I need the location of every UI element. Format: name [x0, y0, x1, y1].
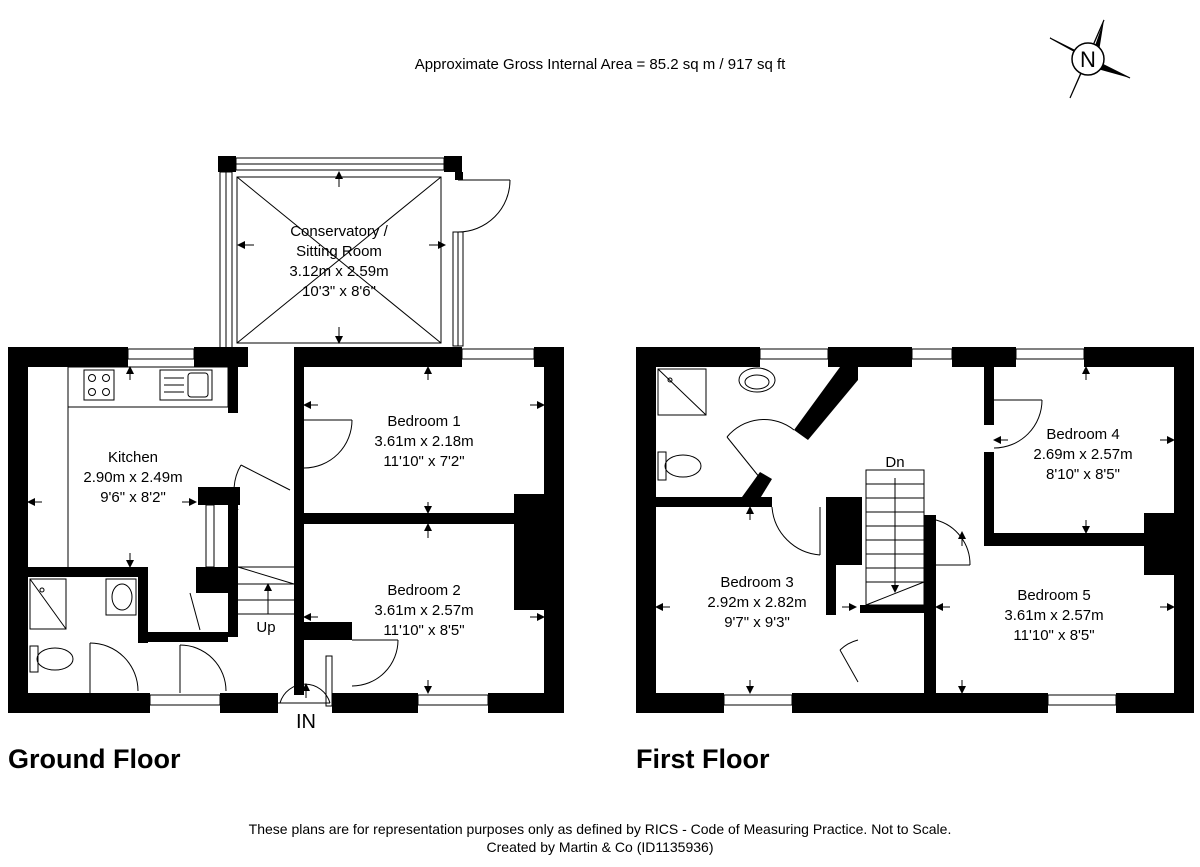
svg-text:Bedroom 5: Bedroom 5 — [1017, 587, 1090, 604]
svg-text:Bedroom 2: Bedroom 2 — [387, 582, 460, 599]
svg-text:9'7" x 9'3": 9'7" x 9'3" — [724, 614, 790, 631]
first-shower-icon — [657, 368, 707, 416]
svg-text:2.90m x 2.49m: 2.90m x 2.49m — [83, 469, 182, 486]
svg-text:11'10" x 8'5": 11'10" x 8'5" — [1013, 627, 1094, 644]
svg-text:10'3" x 8'6": 10'3" x 8'6" — [302, 283, 376, 300]
svg-text:3.61m x 2.57m: 3.61m x 2.57m — [374, 602, 473, 619]
first-dimension-arrows — [655, 366, 1175, 694]
room-label-kitchen: Kitchen 2.90m x 2.49m 9'6" x 8'2" — [83, 449, 182, 506]
gross-area-text: Approximate Gross Internal Area = 85.2 s… — [415, 56, 786, 73]
ground-stairs — [237, 566, 295, 615]
credit-text: Created by Martin & Co (ID1135936) — [487, 839, 714, 855]
svg-text:11'10" x 7'2": 11'10" x 7'2" — [383, 453, 464, 470]
room-label-bedroom-5: Bedroom 5 3.61m x 2.57m 11'10" x 8'5" — [1004, 587, 1103, 644]
ground-floor-plan: Conservatory / Sitting Room 3.12m x 2.59… — [8, 156, 564, 733]
svg-text:9'6" x 8'2": 9'6" x 8'2" — [100, 489, 166, 506]
shower-icon — [29, 578, 67, 630]
room-label-bedroom-2: Bedroom 2 3.61m x 2.57m 11'10" x 8'5" — [374, 582, 473, 639]
compass-north-icon: N — [1049, 19, 1131, 99]
svg-text:2.92m x 2.82m: 2.92m x 2.82m — [707, 594, 806, 611]
entrance-label: IN — [296, 711, 316, 733]
door-swings — [89, 419, 399, 707]
svg-text:Conservatory /: Conservatory / — [290, 223, 388, 240]
sink-icon — [159, 369, 213, 401]
hob-icon — [83, 369, 115, 401]
room-label-bedroom-1: Bedroom 1 3.61m x 2.18m 11'10" x 7'2" — [374, 413, 473, 470]
svg-text:3.61m x 2.18m: 3.61m x 2.18m — [374, 433, 473, 450]
svg-text:2.69m x 2.57m: 2.69m x 2.57m — [1033, 446, 1132, 463]
svg-text:Bedroom 4: Bedroom 4 — [1046, 426, 1119, 443]
svg-text:Bedroom 3: Bedroom 3 — [720, 574, 793, 591]
conservatory — [218, 156, 511, 349]
svg-text:Sitting Room: Sitting Room — [296, 243, 382, 260]
first-basin-icon — [738, 367, 776, 393]
disclaimer-text: These plans are for representation purpo… — [249, 821, 952, 837]
compass-label: N — [1080, 47, 1096, 72]
room-label-conservatory: Conservatory / Sitting Room 3.12m x 2.59… — [289, 223, 388, 300]
stairs-up-label: Up — [256, 619, 275, 636]
room-label-bedroom-4: Bedroom 4 2.69m x 2.57m 8'10" x 8'5" — [1033, 426, 1132, 483]
ground-floor-title: Ground Floor — [8, 744, 181, 774]
svg-text:11'10" x 8'5": 11'10" x 8'5" — [383, 622, 464, 639]
stairs-down-label: Dn — [885, 454, 904, 471]
svg-text:8'10" x 8'5": 8'10" x 8'5" — [1046, 466, 1120, 483]
ground-dimension-arrows — [27, 171, 545, 694]
first-door-swings — [726, 399, 1043, 683]
svg-text:3.12m x 2.59m: 3.12m x 2.59m — [289, 263, 388, 280]
first-floor-title: First Floor — [636, 744, 770, 774]
first-toilet-icon — [657, 451, 702, 481]
room-label-bedroom-3: Bedroom 3 2.92m x 2.82m 9'7" x 9'3" — [707, 574, 806, 631]
svg-text:Kitchen: Kitchen — [108, 449, 158, 466]
first-floor-plan: Dn Bedroom 3 2.92m x 2.82m 9'7" x 9'3" B… — [636, 347, 1194, 713]
first-stairs — [865, 469, 925, 606]
svg-text:3.61m x 2.57m: 3.61m x 2.57m — [1004, 607, 1103, 624]
svg-text:Bedroom 1: Bedroom 1 — [387, 413, 460, 430]
basin-icon — [105, 578, 137, 616]
toilet-icon — [29, 645, 74, 673]
